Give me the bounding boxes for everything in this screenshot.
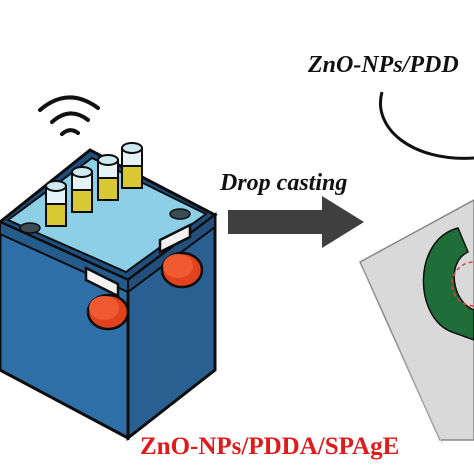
test-tube [97,154,119,201]
process-label: Drop casting [219,170,347,196]
top-material-label: ZnO-NPs/PDD [307,52,459,78]
working-electrode [422,227,474,341]
bottom-material-label: ZnO-NPs/PDDA/SPAgE [140,433,399,460]
knob [86,293,130,331]
sensor-electrode [359,199,474,446]
display-panel [158,222,192,255]
test-tubes [45,142,143,227]
test-tube [45,180,67,227]
test-tube [121,142,143,189]
right-arrow-icon [228,196,364,248]
knob [160,251,204,289]
ultrasound-waves-icon [38,95,100,136]
test-tube [71,166,93,213]
leader-curve [379,91,474,160]
sonicator-controls [84,222,204,331]
